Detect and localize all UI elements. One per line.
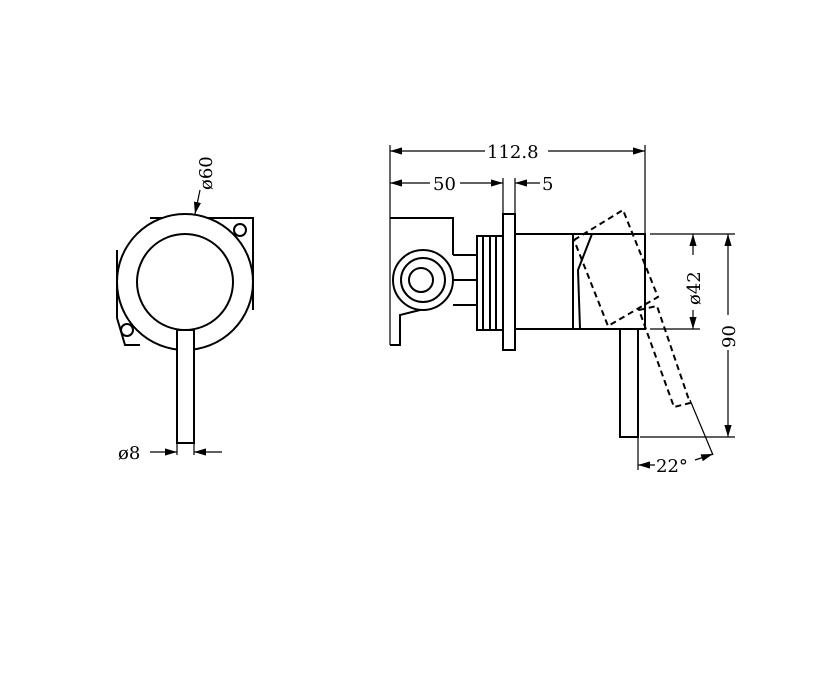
dim-handle-dia: ø42 [684,271,705,305]
screw-hole [120,323,134,337]
lever-side [619,328,639,438]
side-view: 112.8 50 5 ø42 90 22° [389,142,740,477]
front-view: ø8 ø60 [116,156,254,464]
body [514,233,574,330]
dim-lever-dia: ø8 [118,443,140,464]
lever-rotated-outline [572,208,660,328]
dim-flange: 5 [542,174,553,195]
dim-overall-length: 112.8 [487,142,539,163]
dim-body-depth: 50 [433,174,456,195]
handle [572,233,646,330]
screw-hole [233,223,247,237]
dim-outer-dia: ø60 [196,156,217,190]
dim-height: 90 [719,325,740,348]
lever [176,329,195,444]
flange [502,213,516,351]
dim-lever-angle: 22° [656,456,688,477]
